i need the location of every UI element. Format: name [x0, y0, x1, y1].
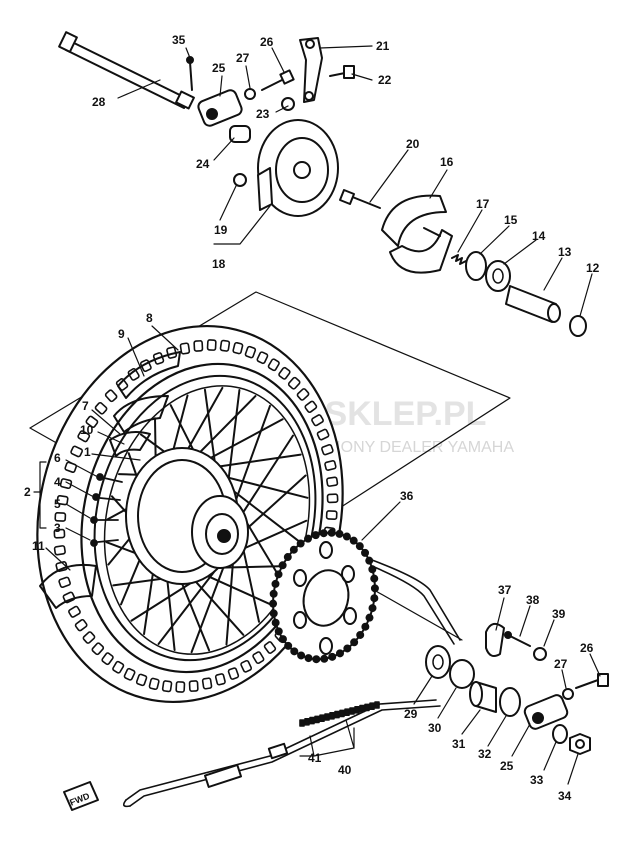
callout-27: 27	[236, 51, 250, 65]
callout-14: 14	[532, 229, 546, 243]
callouts: 35 25 27 26 21 22 23 28 24 19 18 20 16 1…	[24, 33, 600, 803]
callout-19: 19	[214, 223, 228, 237]
brake-shoe-plate	[257, 119, 339, 217]
axle-collar	[229, 125, 251, 143]
callout-8: 8	[146, 311, 153, 325]
sprocket-collar	[469, 681, 497, 713]
callout-27b: 27	[554, 657, 568, 671]
lock-nut-right	[562, 688, 574, 700]
callout-16: 16	[440, 155, 454, 169]
tire-tube-section	[113, 395, 169, 433]
callout-10: 10	[80, 423, 94, 437]
nut-bolt-upper	[244, 69, 295, 100]
callout-7: 7	[82, 399, 89, 413]
callout-25: 25	[212, 61, 226, 75]
callout-2: 2	[24, 485, 31, 499]
callout-39: 39	[552, 607, 566, 621]
brake-shoe-spring	[451, 254, 467, 265]
sprocket-oil-seal	[449, 659, 475, 689]
axle-nut	[569, 733, 591, 755]
adjust-bolt-left	[186, 56, 194, 91]
spacer-collar	[569, 315, 587, 337]
chain-puller-right	[523, 694, 569, 730]
torque-arm-nut	[281, 97, 295, 111]
hub-spacer	[505, 285, 561, 323]
callout-25b: 25	[500, 759, 514, 773]
chain-puller-left	[197, 89, 243, 127]
drive-chain	[122, 559, 461, 808]
callout-34: 34	[558, 789, 572, 803]
adjust-bolt-right	[504, 631, 531, 647]
rear-axle	[58, 31, 195, 110]
callout-13: 13	[558, 245, 572, 259]
brake-camshaft	[339, 189, 381, 209]
callout-35: 35	[172, 33, 186, 47]
sprocket-hub-bearing-inner	[432, 654, 444, 670]
callout-24: 24	[196, 157, 210, 171]
callout-6: 6	[54, 451, 61, 465]
adjust-nut-right	[533, 647, 547, 661]
callout-31: 31	[452, 737, 466, 751]
forward-marker-label: FWD	[68, 791, 91, 808]
wheel-bearing	[485, 260, 511, 292]
tire-cutaway	[39, 563, 97, 609]
torque-arm	[299, 37, 323, 103]
rear-hub	[125, 447, 249, 585]
shoe-plate-nut	[233, 173, 247, 187]
callout-38: 38	[526, 593, 540, 607]
callout-18: 18	[212, 257, 226, 271]
callout-3: 3	[54, 521, 61, 535]
callout-30: 30	[428, 721, 442, 735]
leader-lines	[33, 45, 601, 785]
rim-band	[117, 351, 181, 399]
callout-36: 36	[400, 489, 414, 503]
sprocket-hub-bearing	[425, 645, 451, 679]
callout-29: 29	[404, 707, 418, 721]
hub-bolts	[90, 473, 123, 547]
callout-5: 5	[54, 497, 61, 511]
tire-flap	[109, 431, 151, 457]
callout-26: 26	[260, 35, 274, 49]
callout-9: 9	[118, 327, 125, 341]
bolt-right	[575, 673, 609, 689]
callout-32: 32	[478, 747, 492, 761]
callout-33: 33	[530, 773, 544, 787]
callout-22: 22	[378, 73, 392, 87]
callout-26b: 26	[580, 641, 594, 655]
callout-4: 4	[54, 475, 61, 489]
callout-23: 23	[256, 107, 270, 121]
callout-12: 12	[586, 261, 600, 275]
callout-40: 40	[338, 763, 352, 777]
tire-tread	[53, 339, 339, 693]
wheel-bearing-inner	[492, 268, 504, 284]
sprocket-spacer	[499, 687, 521, 717]
axle-washer	[552, 724, 568, 744]
callout-37: 37	[498, 583, 512, 597]
callout-11: 11	[32, 539, 45, 553]
callout-28: 28	[92, 95, 106, 109]
brake-shoe-set	[381, 194, 453, 274]
callout-15: 15	[504, 213, 518, 227]
callout-20: 20	[406, 137, 420, 151]
callout-21: 21	[376, 39, 390, 53]
callout-17: 17	[476, 197, 490, 211]
torque-arm-bolt	[329, 65, 355, 79]
oil-seal	[465, 251, 487, 281]
callout-41: 41	[308, 751, 322, 765]
forward-marker: FWD	[63, 781, 99, 811]
tension-plate	[485, 622, 505, 657]
callout-1: 1	[84, 445, 91, 459]
chain-joint	[203, 742, 289, 788]
